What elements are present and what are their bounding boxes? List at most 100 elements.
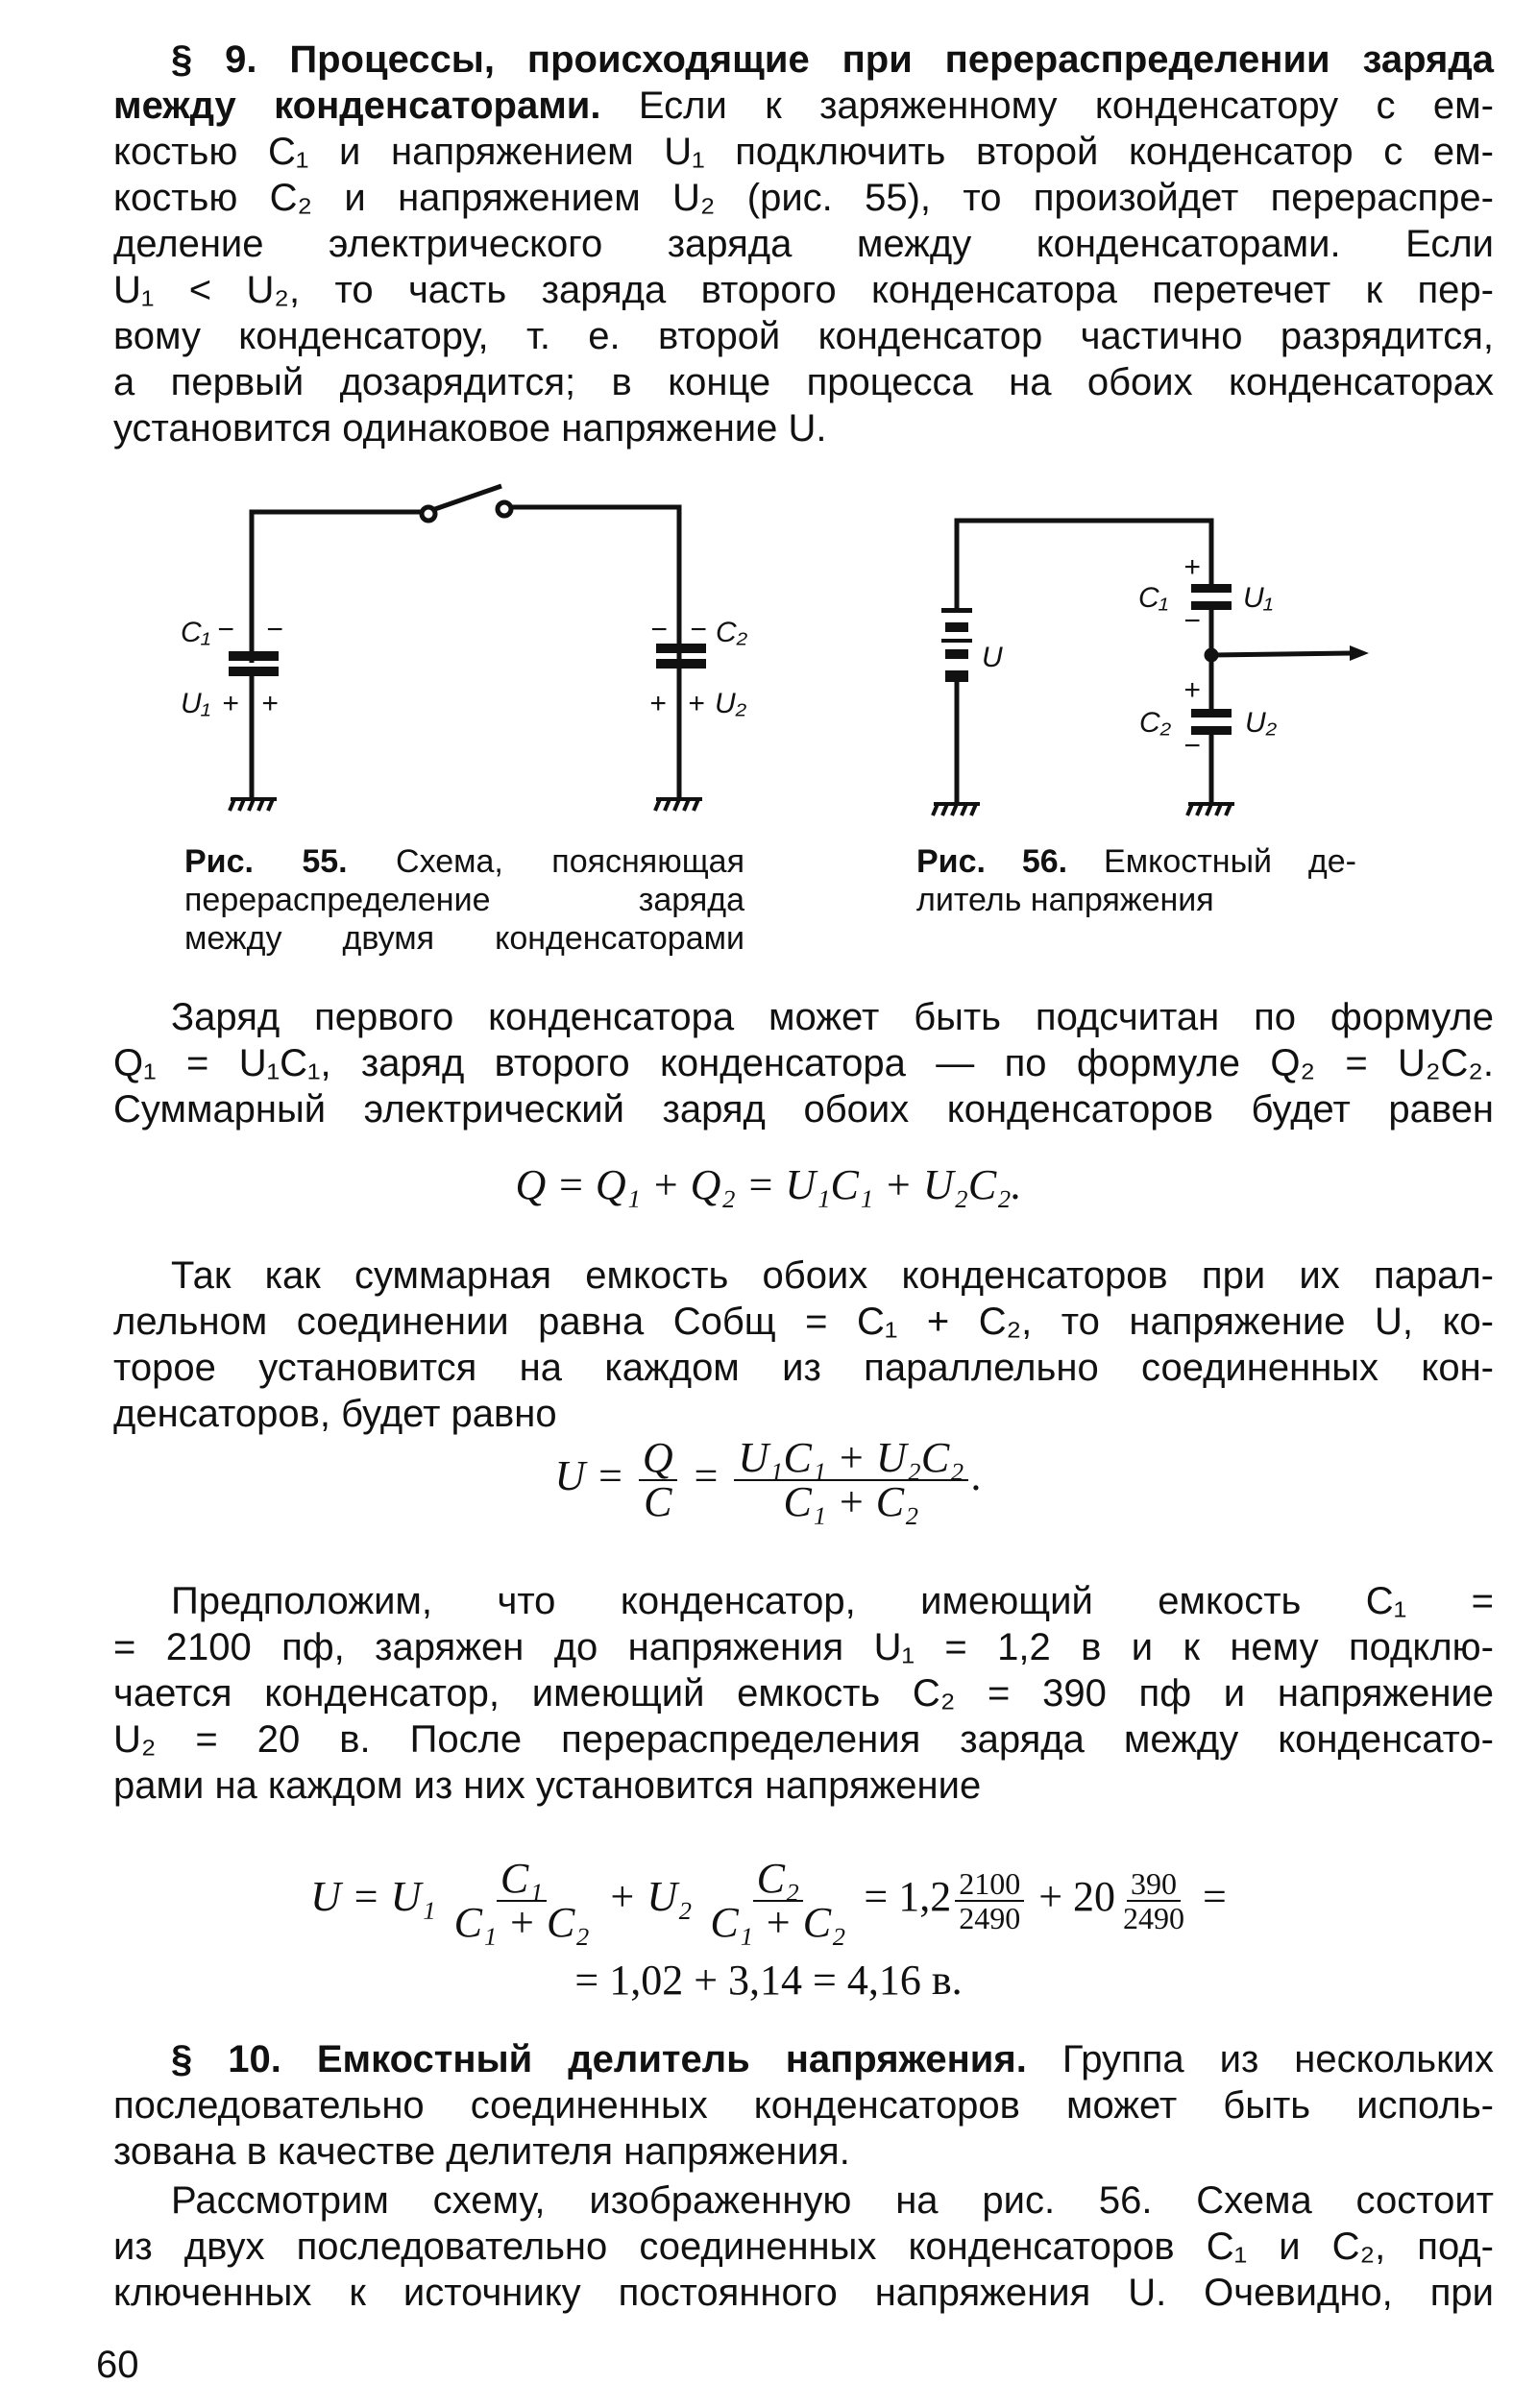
switch-contact bbox=[419, 504, 438, 523]
label-minus: − bbox=[266, 614, 283, 645]
label-plus: + bbox=[1183, 674, 1201, 706]
capacitor-c1-plate bbox=[229, 651, 279, 661]
capacitor-c1-plate bbox=[229, 667, 279, 676]
capacitor-c2-plate bbox=[656, 659, 706, 669]
text-line: костью C₁ и напряжением U₁ подключить вт… bbox=[113, 131, 1494, 173]
line-text: Емкостный де- bbox=[1067, 843, 1356, 880]
line-text: Если к заряженному конденсатору с ем- bbox=[600, 85, 1494, 127]
label-c2: C₂ bbox=[716, 617, 748, 648]
output-wire bbox=[1210, 650, 1355, 658]
denominator: C₁ + C₂ bbox=[710, 1899, 846, 1946]
denominator: 2490 bbox=[1123, 1901, 1185, 1935]
text-line: зована в качестве делителя напряжения. bbox=[113, 2130, 850, 2173]
line-text: Группа из нескольких bbox=[1026, 2038, 1494, 2080]
denominator: 2490 bbox=[959, 1901, 1021, 1935]
capacitor-c2-plate bbox=[656, 644, 706, 653]
text-line: Q₁ = U₁C₁, заряд второго конденсатора — … bbox=[113, 1042, 1494, 1084]
denominator: C₁ + C₂ bbox=[783, 1478, 919, 1525]
capacitor-c2-plate bbox=[1191, 709, 1232, 718]
equals: = bbox=[691, 1452, 720, 1500]
line-text: Схема, поясняющая bbox=[347, 843, 744, 880]
text-line: между двумя конденсаторами bbox=[184, 920, 744, 957]
text-line: § 10. Емкостный делитель напряжения. Гру… bbox=[113, 2036, 1494, 2082]
label-minus: − bbox=[650, 614, 668, 645]
label-u2: U₂ bbox=[715, 688, 747, 719]
text-line: перераспределение заряда bbox=[184, 882, 744, 918]
bold-heading: между конденсаторами. bbox=[113, 85, 601, 127]
label-minus: − bbox=[1183, 730, 1201, 762]
label-minus: − bbox=[1183, 605, 1201, 637]
paragraph-divider-scheme: Рассмотрим схему, изображенную на рис. 5… bbox=[113, 2177, 1494, 2316]
wire bbox=[511, 504, 682, 663]
text-line: Рассмотрим схему, изображенную на рис. 5… bbox=[171, 2179, 1494, 2222]
text-line: лельном соединении равна Cобщ = C₁ + C₂,… bbox=[113, 1301, 1494, 1343]
text-line: Рис. 56. Емкостный де- bbox=[916, 842, 1356, 881]
label-c1: C₁ bbox=[1138, 582, 1168, 614]
text-line: = 2100 пф, заряжен до напряжения U₁ = 1,… bbox=[113, 1626, 1494, 1668]
label-plus: + bbox=[688, 688, 705, 719]
text-line: костью C₂ и напряжением U₂ (рис. 55), то… bbox=[113, 177, 1494, 219]
capacitor-c2-plate bbox=[1191, 726, 1232, 735]
text-line: последовательно соединенных конденсаторо… bbox=[113, 2084, 1494, 2127]
label-plus: + bbox=[1183, 551, 1201, 583]
plus-term: + 20 bbox=[1038, 1873, 1116, 1921]
label-plus: + bbox=[649, 688, 667, 719]
numerator: C₂ bbox=[752, 1858, 804, 1902]
denominator: C bbox=[644, 1478, 672, 1525]
text-line: Заряд первого конденсатора может быть по… bbox=[171, 996, 1494, 1038]
figure-55-circuit bbox=[228, 483, 706, 812]
paragraph-example: Предположим, что конденсатор, имеющий ем… bbox=[113, 1578, 1494, 1809]
text-line: § 9. Процессы, происходящие при перерасп… bbox=[113, 36, 1494, 83]
bold-heading: § 9. Процессы, происходящие при перерасп… bbox=[171, 38, 1494, 81]
bold-heading: Рис. 55. bbox=[184, 843, 348, 880]
capacitor-c1-plate bbox=[1191, 584, 1232, 593]
text-line: торое установится на каждом из параллель… bbox=[113, 1347, 1494, 1389]
text-line: ключенных к источнику постоянного напряж… bbox=[113, 2272, 1494, 2314]
text-line: рами на каждом из них установится напряж… bbox=[113, 1764, 982, 1807]
figures: C₁ − − U₁ + + − − C₂ + + U₂ U + C₁ U₁ − … bbox=[181, 483, 1369, 816]
paragraph-charge: Заряд первого конденсатора может быть по… bbox=[113, 994, 1494, 1132]
numerator: C₁ bbox=[496, 1858, 548, 1902]
text-line: U₂ = 20 в. После перераспределения заряд… bbox=[113, 1718, 1494, 1761]
switch-contact bbox=[495, 499, 514, 519]
bold-heading: Рис. 56. bbox=[916, 843, 1068, 880]
text-line: деление электрического заряда между конд… bbox=[113, 223, 1494, 265]
text-line: Рис. 55. Схема, поясняющая bbox=[184, 842, 744, 881]
label-c1: C₁ bbox=[181, 617, 210, 648]
text-line: а первый дозарядится; в конце процесса н… bbox=[113, 361, 1494, 403]
bold-heading: § 10. Емкостный делитель напряжения. bbox=[171, 2038, 1027, 2080]
ground-symbol bbox=[1185, 802, 1234, 816]
formula-result: = 1,02 + 3,14 = 4,16 в. bbox=[574, 1957, 963, 2004]
figure-56-circuit bbox=[931, 518, 1369, 816]
label-v: U bbox=[982, 642, 1003, 673]
text-line: чается конденсатор, имеющий емкость C₂ =… bbox=[113, 1672, 1494, 1715]
text-line: литель напряжения bbox=[916, 882, 1214, 918]
numerator: 390 bbox=[1127, 1867, 1182, 1902]
label-u1: U₁ bbox=[181, 688, 210, 719]
label-c2: C₂ bbox=[1139, 707, 1172, 739]
label-plus: + bbox=[261, 688, 279, 719]
label-plus: + bbox=[222, 688, 239, 719]
ground-symbol bbox=[653, 797, 702, 812]
paragraph-section-10: § 10. Емкостный делитель напряжения. Гру… bbox=[113, 2036, 1494, 2175]
label-minus: − bbox=[217, 614, 234, 645]
numerator: Q bbox=[638, 1437, 677, 1481]
figure-56-caption: Рис. 56. Емкостный де-литель напряжения bbox=[916, 842, 1356, 919]
text-line: Так как суммарная емкость обоих конденса… bbox=[171, 1254, 1494, 1297]
formula-total-charge: Q = Q₁ + Q₂ = U₁C₁ + U₂C₂. bbox=[515, 1161, 1022, 1208]
label-u1: U₁ bbox=[1243, 582, 1273, 614]
capacitor-c1-plate bbox=[1191, 601, 1232, 610]
text-line: установится одинаковое напряжение U. bbox=[113, 407, 827, 450]
paragraph-section-9: § 9. Процессы, происходящие при перерасп… bbox=[113, 36, 1494, 451]
text-line: вому конденсатору, т. е. второй конденса… bbox=[113, 315, 1494, 357]
text-line: из двух последовательно соединенных конд… bbox=[113, 2226, 1494, 2268]
label-minus: − bbox=[690, 614, 707, 645]
page-number: 60 bbox=[96, 2344, 139, 2386]
